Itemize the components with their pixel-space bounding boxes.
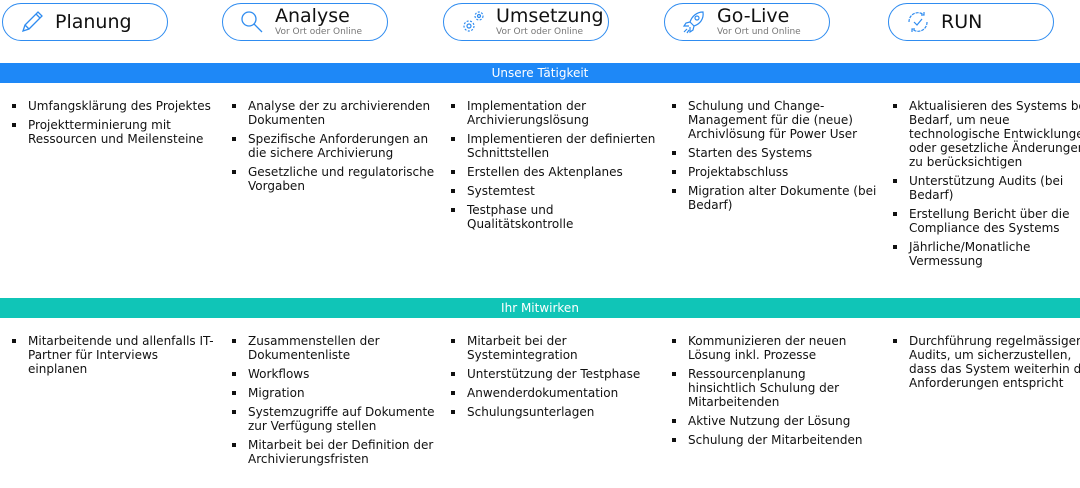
list-item: Mitarbeitende und allenfalls IT-Partner … <box>12 334 217 376</box>
column-1: Mitarbeitende und allenfalls IT-Partner … <box>12 334 217 381</box>
list-item: Migration alter Dokumente (bei Bedarf) <box>672 184 877 212</box>
magnifier-icon <box>241 11 263 33</box>
list-item: Analyse der zu archivierenden Dokumenten <box>232 99 437 127</box>
bullet-list: Analyse der zu archivierenden Dokumenten… <box>232 99 437 193</box>
column-5: Durchführung regelmässiger Audits, um si… <box>893 334 1080 395</box>
bullet-list: Durchführung regelmässiger Audits, um si… <box>893 334 1080 390</box>
list-item: Schulung der Mitarbeitenden <box>672 433 877 447</box>
list-item: Aktive Nutzung der Lösung <box>672 414 877 428</box>
phase-title: Analyse <box>275 5 350 27</box>
phase-title: Umsetzung <box>496 5 604 27</box>
list-item: Umfangsklärung des Projektes <box>12 99 217 113</box>
column-5: Aktualisieren des Systems bei Bedarf, um… <box>893 99 1080 273</box>
phase-planung: Planung <box>2 3 168 41</box>
column-2: Analyse der zu archivierenden Dokumenten… <box>232 99 437 198</box>
pencil-icon <box>21 11 43 33</box>
bullet-list: Schulung und Change-Management für die (… <box>672 99 877 212</box>
phase-title: RUN <box>941 11 983 33</box>
bullet-list: Aktualisieren des Systems bei Bedarf, um… <box>893 99 1080 268</box>
section-header-taetigkeit: Unsere Tätigkeit <box>0 63 1080 83</box>
list-item: Mitarbeit bei der Definition der Archivi… <box>232 438 437 466</box>
list-item: Durchführung regelmässiger Audits, um si… <box>893 334 1080 390</box>
column-4: Schulung und Change-Management für die (… <box>672 99 877 217</box>
list-item: Ressourcenplanung hinsichtlich Schulung … <box>672 367 877 409</box>
list-item: Unterstützung Audits (bei Bedarf) <box>893 174 1080 202</box>
bullet-list: Mitarbeitende und allenfalls IT-Partner … <box>12 334 217 376</box>
list-item: Projektterminierung mit Ressourcen und M… <box>12 118 217 146</box>
list-item: Implementation der Archivierungslösung <box>451 99 656 127</box>
list-item: Schulungsunterlagen <box>451 405 656 419</box>
phase-subtitle: Vor Ort oder Online <box>275 27 363 37</box>
section-header-mitwirken: Ihr Mitwirken <box>0 298 1080 318</box>
phase-subtitle: Vor Ort oder Online <box>496 27 584 37</box>
list-item: Mitarbeit bei der Systemintegration <box>451 334 656 362</box>
list-item: Erstellen des Aktenplanes <box>451 165 656 179</box>
list-item: Systemtest <box>451 184 656 198</box>
gears-icon <box>463 11 484 32</box>
rocket-icon <box>682 11 704 34</box>
phase-run: RUN <box>888 3 1054 41</box>
list-item: Starten des Systems <box>672 146 877 160</box>
list-item: Aktualisieren des Systems bei Bedarf, um… <box>893 99 1080 169</box>
list-item: Schulung und Change-Management für die (… <box>672 99 877 141</box>
list-item: Erstellung Bericht über die Compliance d… <box>893 207 1080 235</box>
list-item: Projektabschluss <box>672 165 877 179</box>
list-item: Jährliche/Monatliche Vermessung <box>893 240 1080 268</box>
phase-title: Go-Live <box>717 5 790 27</box>
list-item: Implementieren der definierten Schnittst… <box>451 132 656 160</box>
list-item: Kommunizieren der neuen Lösung inkl. Pro… <box>672 334 877 362</box>
list-item: Zusammenstellen der Dokumentenliste <box>232 334 437 362</box>
list-item: Anwenderdokumentation <box>451 386 656 400</box>
list-item: Workflows <box>232 367 437 381</box>
list-item: Gesetzliche und regulatorische Vorgaben <box>232 165 437 193</box>
bullet-list: Kommunizieren der neuen Lösung inkl. Pro… <box>672 334 877 447</box>
list-item: Systemzugriffe auf Dokumente zur Verfügu… <box>232 405 437 433</box>
phase-subtitle: Vor Ort und Online <box>717 27 801 37</box>
phase-title: Planung <box>55 11 132 33</box>
list-item: Spezifische Anforderungen an die sichere… <box>232 132 437 160</box>
column-4: Kommunizieren der neuen Lösung inkl. Pro… <box>672 334 877 452</box>
list-item: Migration <box>232 386 437 400</box>
cycle-check-icon <box>908 12 928 32</box>
list-item: Unterstützung der Testphase <box>451 367 656 381</box>
list-item: Testphase und Qualitätskontrolle <box>451 203 656 231</box>
